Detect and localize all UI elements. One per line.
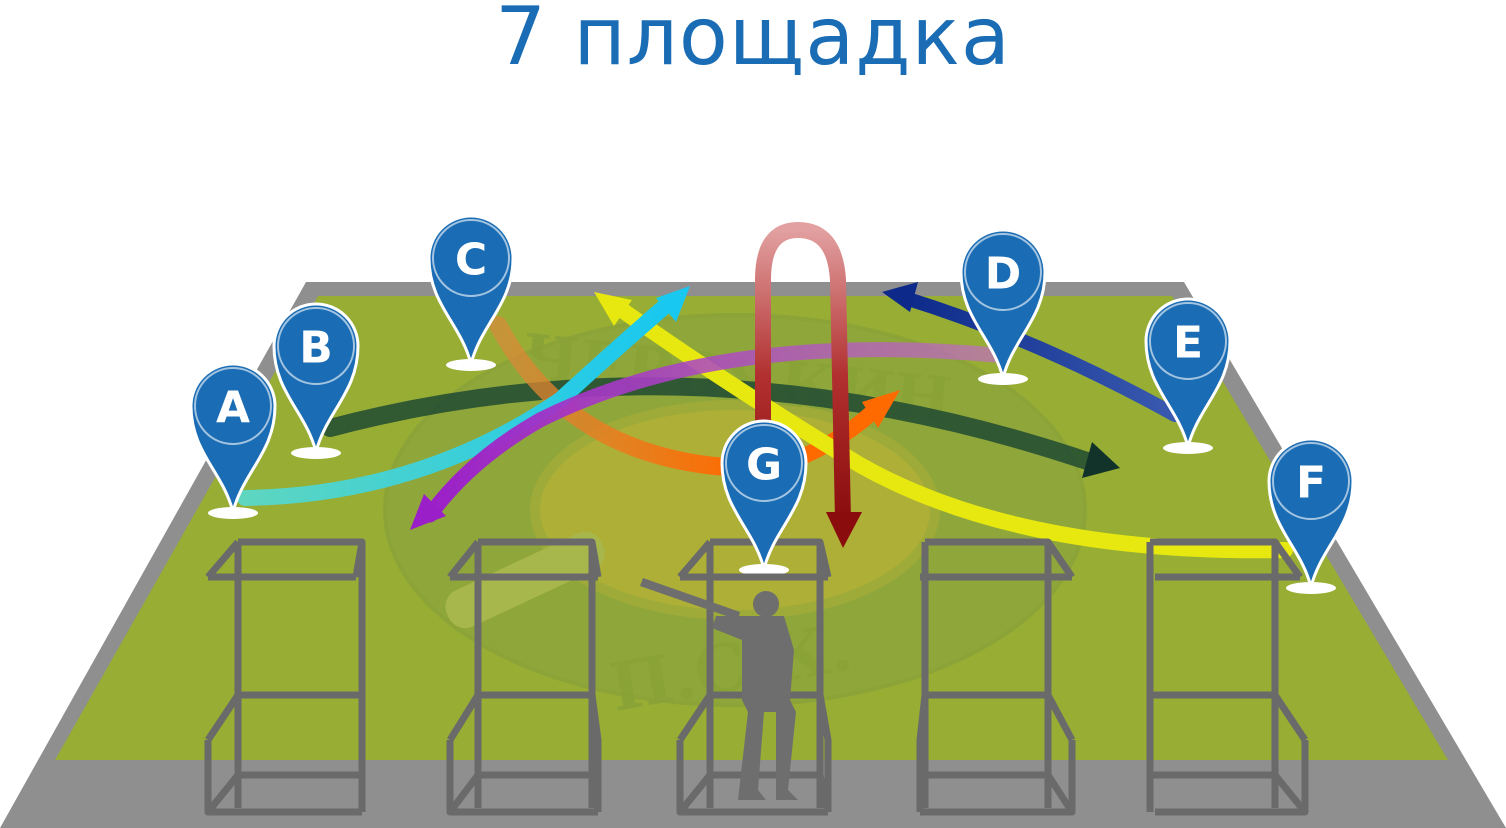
shooter-silhouette xyxy=(640,578,798,800)
trajectory-b xyxy=(321,377,1099,471)
trajectory-c xyxy=(489,316,749,477)
trajectory-g-red-arrowhead xyxy=(826,512,862,548)
trajectory-f xyxy=(607,297,1293,559)
cage-3 xyxy=(676,538,832,816)
shooting-cages xyxy=(204,538,1309,816)
trajectory-d-arrowhead xyxy=(410,494,446,530)
trajectory-a-arrowhead xyxy=(656,286,690,322)
station-bases xyxy=(208,359,1336,594)
trajectory-d xyxy=(422,342,1003,523)
station-marker-g: G xyxy=(720,419,808,570)
station-label-c: C xyxy=(455,235,487,286)
station-label-g: G xyxy=(746,440,782,491)
trajectory-b-arrowhead xyxy=(1082,442,1120,478)
station-marker-d: D xyxy=(959,228,1047,379)
station-marker-a: A xyxy=(189,362,277,513)
station-label-d: D xyxy=(985,249,1022,300)
station-marker-c: C xyxy=(427,214,515,365)
station-label-f: F xyxy=(1296,458,1326,509)
station-label-b: B xyxy=(299,323,333,374)
trajectory-e-arrowhead xyxy=(882,282,918,312)
station-label-a: A xyxy=(216,383,250,434)
trajectory-f-arrowhead xyxy=(594,292,632,326)
station-marker-f: F xyxy=(1267,437,1355,588)
trajectory-g-red xyxy=(755,221,851,528)
page-title: 7 площадка xyxy=(495,0,1011,83)
trajectory-g-orange-arrowhead xyxy=(862,390,900,428)
station-label-e: E xyxy=(1173,318,1203,369)
trajectory-e xyxy=(898,291,1182,422)
cage-5 xyxy=(1146,538,1309,816)
station-marker-b: B xyxy=(272,302,360,453)
station-markers: A B C D E F G xyxy=(189,214,1355,588)
cage-2 xyxy=(446,538,602,816)
cage-1 xyxy=(204,538,366,816)
station-marker-e: E xyxy=(1144,297,1232,448)
cage-4 xyxy=(916,538,1076,816)
